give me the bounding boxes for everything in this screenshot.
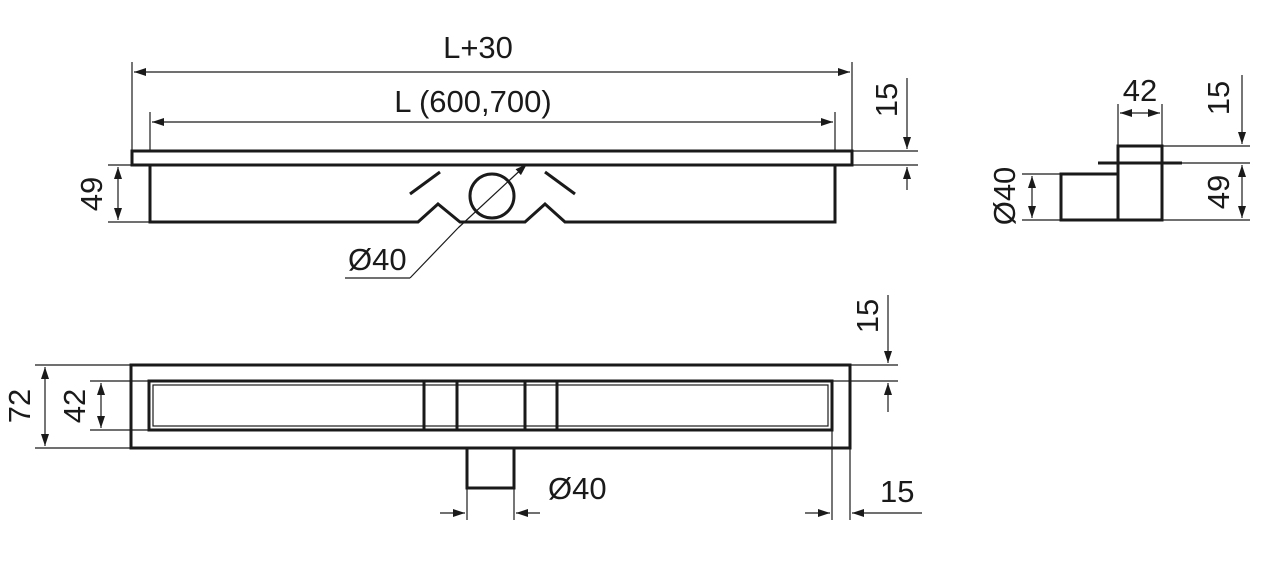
side-height-label: 49	[1201, 175, 1236, 209]
front-outlet-circle	[468, 172, 516, 220]
plan-inner-width-label: 42	[57, 389, 92, 423]
side-outlet-label: Ø40	[987, 167, 1022, 226]
plan-flange-horizontal-label: 15	[880, 474, 914, 509]
front-right-guide	[544, 170, 576, 196]
front-diameter-leader	[457, 163, 528, 229]
front-grate-plate	[130, 149, 854, 167]
plan-outer-width-label: 72	[2, 389, 37, 423]
front-diameter-leader-tail	[409, 227, 459, 279]
side-flange-label: 15	[1201, 81, 1236, 115]
side-outlet	[1059, 172, 1120, 222]
plan-inner-edge	[152, 384, 829, 427]
top-flange-label: 15	[869, 83, 904, 117]
side-view: 42 15 49 Ø40	[987, 73, 1250, 225]
side-body	[1116, 144, 1164, 222]
plan-outer-frame	[129, 363, 852, 450]
plan-flange-vertical-label: 15	[850, 299, 885, 333]
plan-outlet-pipe	[465, 448, 516, 490]
front-diameter-label: Ø40	[348, 242, 407, 277]
front-left-guide	[409, 170, 441, 196]
overall-length-label: L+30	[443, 30, 513, 65]
plan-outlet-label: Ø40	[548, 471, 607, 506]
side-width-label: 42	[1123, 73, 1157, 108]
plan-inner-channel	[147, 379, 834, 432]
front-channel-body	[148, 165, 837, 224]
front-view: Ø40 L+30 L (600,700) 15 49	[74, 30, 918, 279]
height-label: 49	[74, 177, 109, 211]
length-label: L (600,700)	[394, 84, 551, 119]
plan-view: 15 72 42 Ø40 15	[2, 295, 922, 520]
